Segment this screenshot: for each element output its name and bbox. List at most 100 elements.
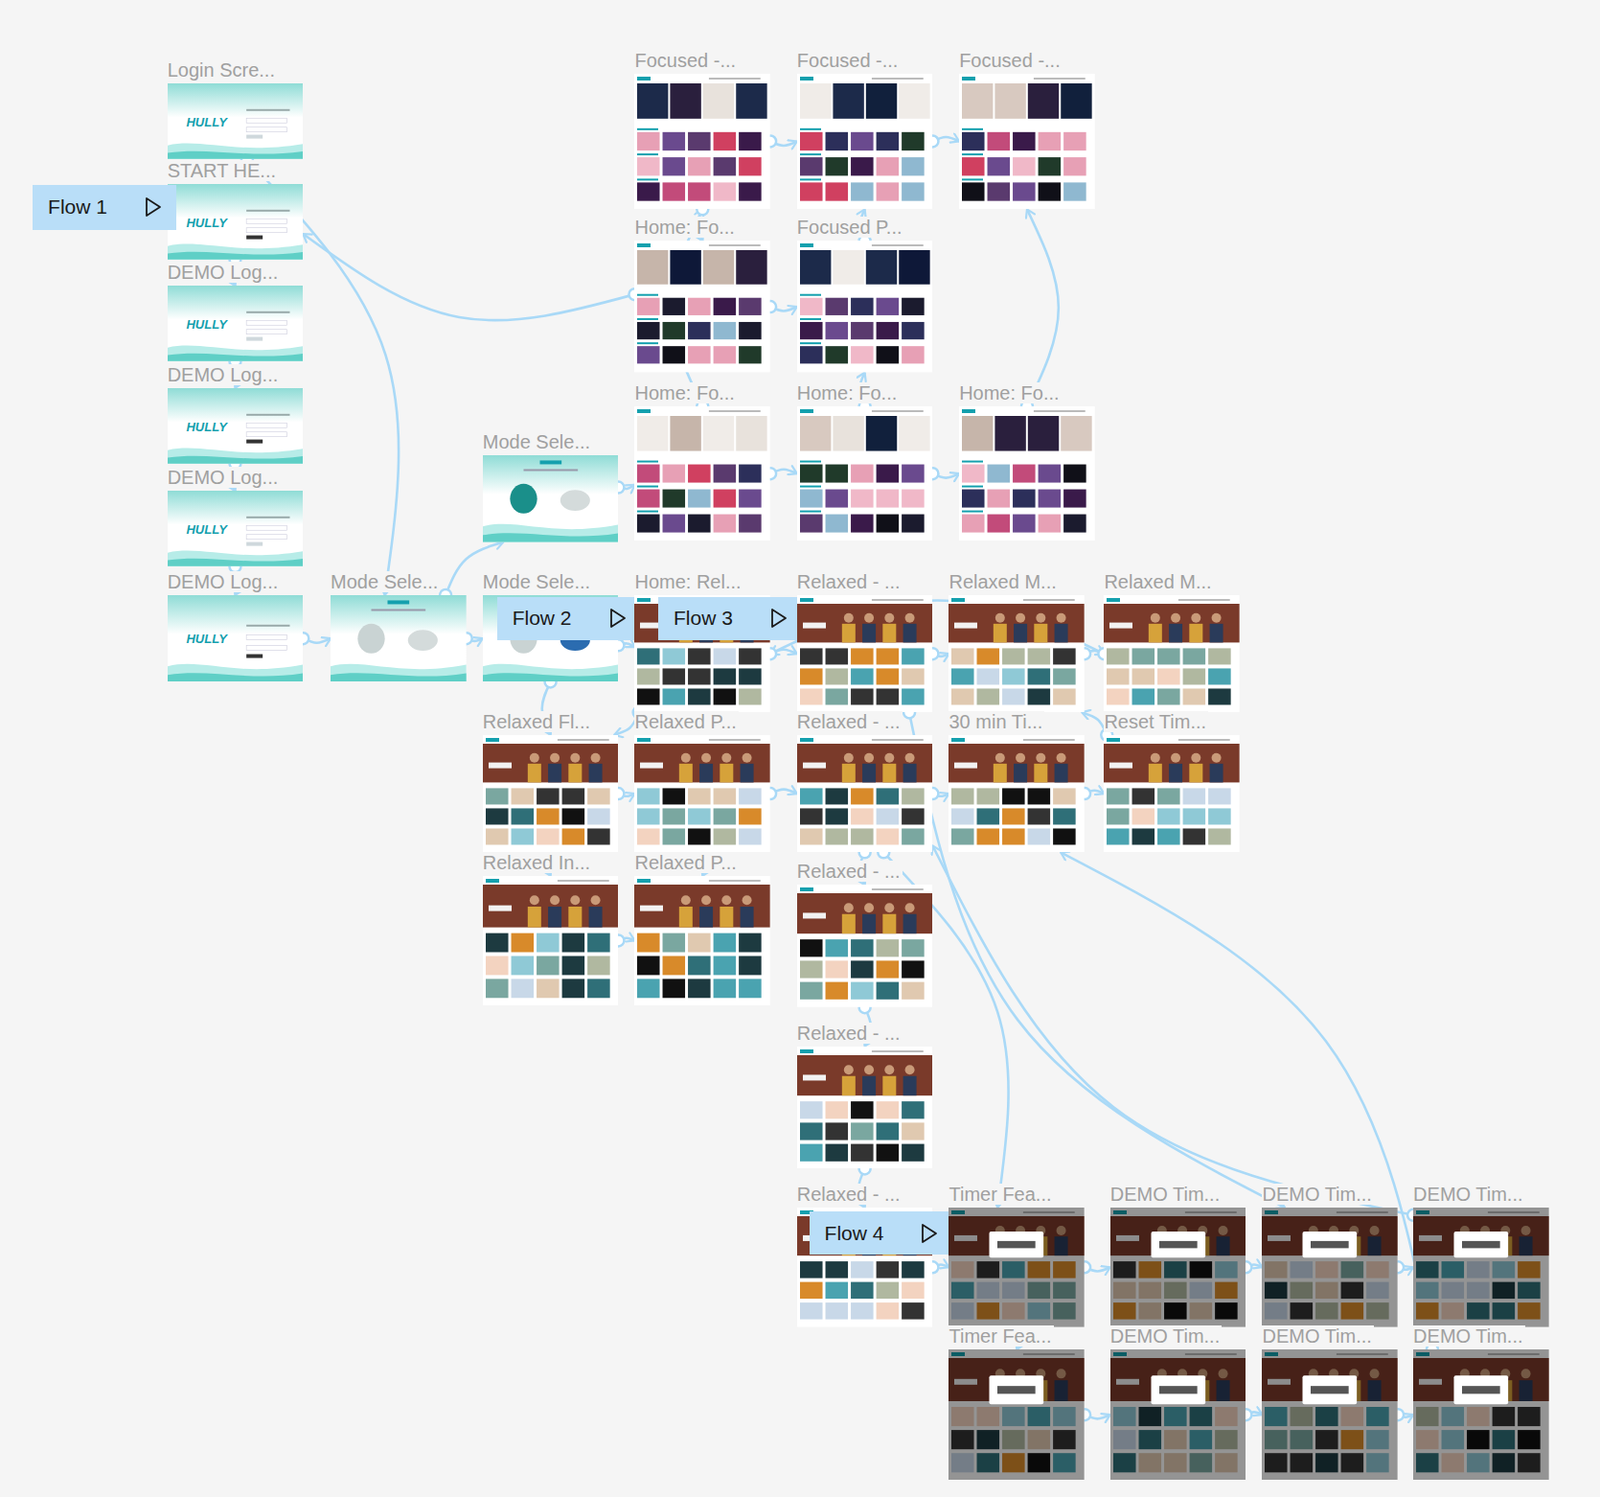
screen-frame: DEMO Tim... bbox=[1110, 1207, 1247, 1327]
thumbnail-tile bbox=[713, 932, 737, 952]
thumbnail-tile bbox=[688, 687, 712, 705]
thumbnail-tile bbox=[587, 932, 611, 952]
screen-thumbnail bbox=[797, 734, 934, 852]
thumbnail-tile bbox=[800, 463, 823, 482]
thumbnail-tile bbox=[662, 346, 686, 365]
thumbnail-tile bbox=[824, 182, 848, 201]
thumbnail-tile bbox=[739, 807, 763, 824]
thumbnail-tile bbox=[510, 978, 534, 998]
thumbnail-tile bbox=[1132, 647, 1156, 664]
brand-logo: HULLY bbox=[185, 114, 227, 130]
frame-title: DEMO Log... bbox=[167, 571, 281, 593]
wave-shape bbox=[167, 143, 304, 160]
screen-thumbnail bbox=[634, 734, 771, 852]
thumbnail-tile bbox=[739, 932, 763, 952]
screen-thumbnail bbox=[634, 875, 771, 1006]
thumbnail-tile bbox=[832, 415, 864, 452]
frame-title: Focused P... bbox=[797, 216, 905, 238]
modal-overlay bbox=[948, 1207, 1085, 1327]
screen-thumbnail bbox=[959, 73, 1096, 210]
thumbnail-tile bbox=[739, 463, 763, 482]
screen-background bbox=[948, 1348, 1085, 1480]
wave-shape bbox=[167, 550, 304, 567]
screen-thumbnail bbox=[634, 406, 771, 542]
thumbnail-tile bbox=[1012, 132, 1036, 151]
thumbnail-tile bbox=[961, 463, 985, 482]
thumbnail-tile bbox=[1157, 787, 1181, 804]
thumbnail-tile bbox=[800, 1260, 823, 1278]
thumbnail-tile bbox=[850, 787, 874, 804]
thumbnail-tile bbox=[977, 667, 1001, 685]
thumbnail-tile bbox=[1012, 463, 1036, 482]
thumbnail-tile bbox=[662, 787, 686, 804]
thumbnail-tile bbox=[1183, 807, 1207, 824]
frame-title: Home: Rel... bbox=[634, 571, 743, 593]
thumbnail-tile bbox=[662, 463, 686, 482]
thumbnail-tile bbox=[901, 647, 925, 664]
hero-image bbox=[797, 892, 934, 934]
frame-title: Relaxed Fl... bbox=[482, 710, 593, 732]
thumbnail-tile bbox=[961, 132, 985, 151]
frame-title: Home: Fo... bbox=[634, 216, 736, 238]
thumbnail-tile bbox=[850, 939, 874, 958]
screen-thumbnail bbox=[1103, 734, 1240, 852]
screen-frame: Relaxed - ... bbox=[797, 594, 934, 712]
thumbnail-tile bbox=[739, 827, 763, 845]
thumbnail-tile bbox=[1106, 787, 1130, 804]
screen-frame: Home: Fo... bbox=[797, 406, 934, 542]
thumbnail-tile bbox=[662, 321, 686, 340]
thumbnail-tile bbox=[901, 182, 925, 201]
thumbnail-tile bbox=[485, 787, 509, 804]
frame-title: Reset Tim... bbox=[1103, 710, 1209, 732]
thumbnail-tile bbox=[875, 157, 899, 176]
thumbnail-tile bbox=[688, 827, 712, 845]
flow-label: Flow 4 bbox=[809, 1221, 885, 1245]
thumbnail-tile bbox=[898, 83, 930, 119]
thumbnail-tile bbox=[824, 827, 848, 845]
thumbnail-tile bbox=[637, 932, 661, 952]
modal-overlay bbox=[948, 1348, 1085, 1480]
screen-thumbnail bbox=[1261, 1207, 1398, 1327]
screen-background bbox=[959, 406, 1096, 542]
thumbnail-tile bbox=[688, 297, 712, 316]
screen-frame: Mode Sele... bbox=[482, 455, 619, 543]
thumbnail-tile bbox=[688, 321, 712, 340]
screen-thumbnail bbox=[797, 240, 934, 372]
thumbnail-tile bbox=[713, 787, 737, 804]
thumbnail-tile bbox=[662, 157, 686, 176]
screen-thumbnail bbox=[948, 734, 1085, 852]
thumbnail-tile bbox=[850, 687, 874, 705]
screen-background bbox=[167, 388, 304, 464]
screen-thumbnail bbox=[1261, 1348, 1398, 1480]
thumbnail-tile bbox=[850, 982, 874, 1000]
screen-frame: Relaxed M... bbox=[1103, 594, 1240, 712]
thumbnail-tile bbox=[587, 807, 611, 824]
thumbnail-tile bbox=[951, 827, 975, 845]
frame-title: Relaxed - ... bbox=[797, 860, 903, 882]
thumbnail-tile bbox=[901, 787, 925, 804]
thumbnail-tile bbox=[901, 1260, 925, 1278]
thumbnail-tile bbox=[713, 321, 737, 340]
thumbnail-tile bbox=[1132, 807, 1156, 824]
screen-thumbnail bbox=[1413, 1207, 1550, 1327]
thumbnail-tile bbox=[1208, 647, 1232, 664]
thumbnail-tile bbox=[739, 647, 763, 664]
thumbnail-tile bbox=[637, 827, 661, 845]
thumbnail-tile bbox=[587, 978, 611, 998]
thumbnail-tile bbox=[824, 1121, 848, 1140]
thumbnail-tile bbox=[1028, 667, 1052, 685]
thumbnail-tile bbox=[688, 182, 712, 201]
thumbnail-tile bbox=[739, 955, 763, 975]
thumbnail-tile bbox=[1132, 827, 1156, 845]
thumbnail-tile bbox=[961, 513, 985, 532]
screen-background bbox=[634, 73, 771, 210]
thumbnail-tile bbox=[961, 182, 985, 201]
thumbnail-tile bbox=[485, 978, 509, 998]
thumbnail-tile bbox=[875, 513, 899, 532]
screen-background bbox=[167, 83, 304, 160]
thumbnail-tile bbox=[1063, 132, 1087, 151]
thumbnail-tile bbox=[800, 807, 823, 824]
hero-image bbox=[482, 743, 619, 782]
thumbnail-tile bbox=[637, 182, 661, 201]
timer-dialog bbox=[989, 1231, 1045, 1258]
